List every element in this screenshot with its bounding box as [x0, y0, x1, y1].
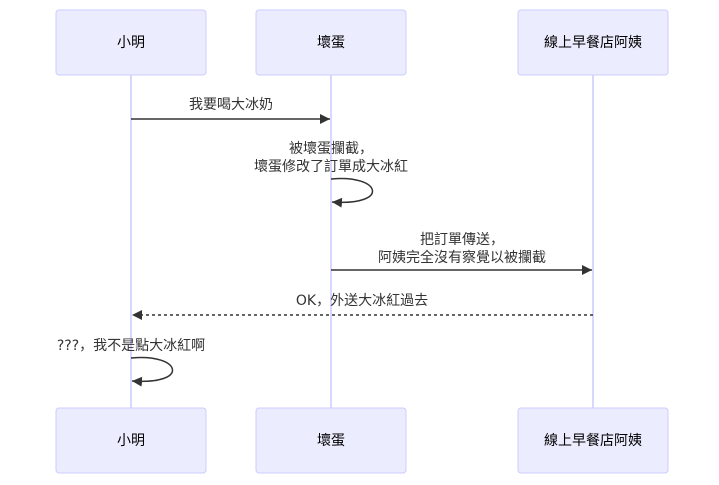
message-forward-order: 把訂單傳送， 阿姨完全沒有察覺以被攔截: [331, 232, 592, 275]
message-intercept: 被壞蛋攔截， 壞蛋修改了訂單成大冰紅: [254, 141, 408, 208]
message-self-arrow: [130, 356, 174, 387]
message-self-arrow: [330, 177, 374, 208]
actor-label: 壞蛋: [317, 35, 345, 51]
message-confused: ???，我不是點大冰紅啊: [57, 338, 205, 387]
message-delivery-reply: OK，外送大冰紅過去: [132, 293, 593, 320]
message-label: OK，外送大冰紅過去: [296, 293, 428, 309]
actor-label: 小明: [117, 35, 145, 51]
actor-label: 線上早餐店阿姨: [544, 35, 642, 51]
actor-label: 線上早餐店阿姨: [544, 433, 642, 449]
message-label: 我要喝大冰奶: [189, 97, 273, 113]
actor-label: 壞蛋: [317, 433, 345, 449]
message-label-line2: 壞蛋修改了訂單成大冰紅: [254, 159, 408, 175]
actor-label: 小明: [117, 433, 145, 449]
message-label: ???，我不是點大冰紅啊: [57, 338, 205, 354]
actor-bottom-shop: 線上早餐店阿姨: [517, 407, 669, 474]
message-order-milk: 我要喝大冰奶: [131, 97, 330, 124]
actor-top-ming: 小明: [55, 9, 207, 76]
message-label-line1: 被壞蛋攔截，: [289, 141, 373, 157]
actor-top-shop: 線上早餐店阿姨: [517, 9, 669, 76]
message-label-line1: 把訂單傳送，: [420, 232, 504, 248]
actor-bottom-bad: 壞蛋: [255, 407, 407, 474]
actor-bottom-ming: 小明: [55, 407, 207, 474]
actor-top-bad: 壞蛋: [255, 9, 407, 76]
message-label-line2: 阿姨完全沒有察覺以被攔截: [378, 249, 546, 266]
